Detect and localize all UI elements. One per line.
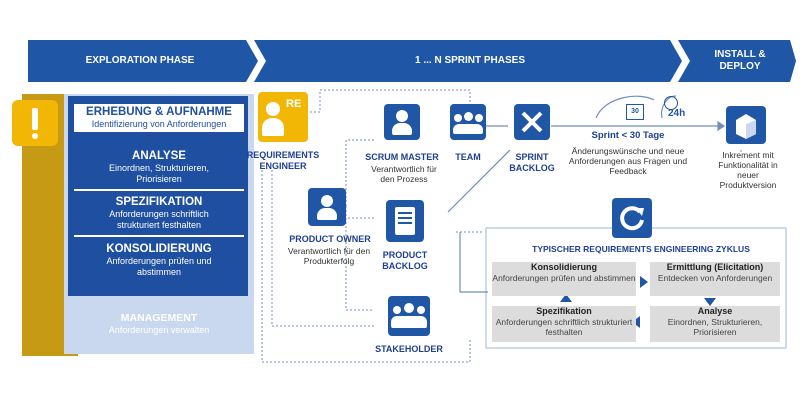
cycle-box-title: Analyse	[697, 306, 733, 316]
team-title: TEAM	[455, 152, 481, 162]
panel-item-erhebung: ERHEBUNG & AUFNAHME Identifizierung von …	[74, 104, 244, 132]
scrum-master-icon	[384, 104, 420, 140]
exploration-phase-label: EXPLORATION PHASE	[85, 55, 195, 66]
re-badge: RE	[286, 98, 302, 110]
stakeholder-title: STAKEHOLDER	[375, 344, 443, 354]
cycle-box-title: Konsolidierung	[531, 262, 597, 272]
scrum-master-title: SCRUM MASTER	[365, 152, 439, 162]
panel-item-title: SPEZIFIKATION	[115, 196, 203, 208]
panel-item-sub: Anforderungen schriftlich strukturiert f…	[109, 209, 209, 230]
cycle-box-sub: Anforderungen schriftlich strukturiert f…	[495, 317, 633, 337]
panel-item-management: MANAGEMENT Anforderungen verwalten	[74, 312, 244, 336]
cycle-box-konsolidierung: Konsolidierung Anforderungen prüfen und …	[492, 262, 636, 296]
sprint-arrow	[254, 40, 682, 82]
cycle-box-sub: Anforderungen prüfen und abstimmen	[492, 273, 636, 283]
product-owner-icon	[308, 188, 346, 226]
panel-item-sub: Anforderungen prüfen und abstimmen	[106, 256, 212, 277]
cycle-box-title: Ermittlung (Elicitation)	[666, 262, 764, 272]
sprint-phase-label: 1 ... N SPRINT PHASES	[414, 55, 526, 66]
panel-item-spezifikation: SPEZIFIKATION Anforderungen schriftlich …	[74, 196, 244, 237]
panel-item-konsolidierung: KONSOLIDIERUNG Anforderungen prüfen und …	[74, 243, 244, 278]
panel-item-sub: Identifizierung von Anforderungen	[91, 119, 227, 129]
cycle-box-analyse: Analyse Einordnen, Strukturieren, Priori…	[650, 306, 780, 342]
team-icon	[450, 104, 486, 140]
product-backlog-title: PRODUCT BACKLOG	[382, 250, 428, 271]
refresh-icon	[612, 198, 652, 238]
product-owner-title: PRODUCT OWNER	[289, 234, 371, 244]
warning-icon	[12, 100, 58, 146]
panel-item-sub: Anforderungen verwalten	[108, 325, 210, 335]
clock-label: 24h	[668, 108, 686, 119]
increment-box-icon	[726, 106, 766, 144]
cycle-box-spezifikation: Spezifikation Anforderungen schriftlich …	[492, 306, 636, 342]
panel-item-title: ERHEBUNG & AUFNAHME	[86, 106, 232, 118]
panel-item-sub: Einordnen, Strukturieren, Priorisieren	[108, 163, 210, 184]
panel-item-title: ANALYSE	[132, 150, 186, 162]
sprint-backlog-title: SPRINT BACKLOG	[509, 152, 555, 173]
install-arrow	[678, 40, 796, 82]
product-owner-sub: Verantwortlich für den Produkterfolg	[287, 246, 371, 266]
panel-item-title: MANAGEMENT	[120, 312, 198, 324]
clock-icon	[664, 96, 678, 110]
calendar-icon: 30	[626, 104, 644, 120]
cycle-box-title: Spezifikation	[536, 306, 592, 316]
panel-item-analyse: ANALYSE Einordnen, Strukturieren, Priori…	[74, 150, 244, 191]
requirements-engineer-title: REQUIREMENTS ENGINEER	[246, 150, 320, 171]
sprint-backlog-icon	[514, 104, 550, 140]
cycle-box-ermittlung: Ermittlung (Elicitation) Entdecken von A…	[650, 262, 780, 296]
cycle-title: TYPISCHER REQUIREMENTS ENGINEERING ZYKLU…	[532, 244, 750, 254]
product-backlog-icon	[386, 200, 424, 242]
sprint-duration-title: Sprint < 30 Tage	[591, 130, 665, 141]
install-phase-label: INSTALL & DEPLOY	[714, 49, 766, 72]
cycle-box-sub: Einordnen, Strukturieren, Priorisieren	[667, 317, 763, 337]
scrum-master-sub: Verantwortlich für den Prozess	[371, 164, 437, 184]
sprint-feedback-sub: Änderungswünsche und neue Anforderungen …	[568, 146, 688, 176]
stakeholder-icon	[388, 296, 430, 336]
increment-sub: Inkrement mit Funktionalität in neuer Pr…	[718, 150, 778, 190]
requirements-engineer-icon: RE	[258, 92, 308, 142]
exploration-arrow	[28, 40, 258, 82]
phase-banner	[28, 40, 796, 82]
panel-item-title: KONSOLIDIERUNG	[106, 243, 212, 255]
cycle-box-sub: Entdecken von Anforderungen	[657, 273, 773, 283]
